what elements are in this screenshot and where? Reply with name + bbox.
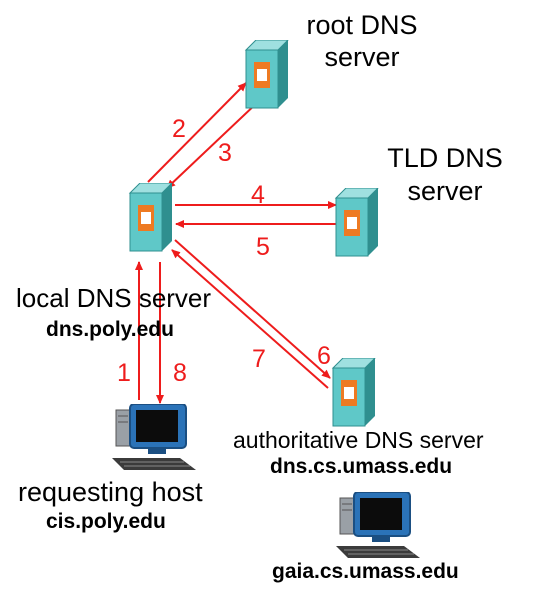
gaia-hostname: gaia.cs.umass.edu <box>272 560 459 583</box>
step-number-2: 2 <box>172 115 186 143</box>
arrow-step-3 <box>166 99 261 189</box>
step-number-7: 7 <box>252 345 266 373</box>
arrow-step-2 <box>147 82 247 183</box>
local-dns-server-label: local DNS server <box>16 283 212 313</box>
root-dns-label-line2: server <box>324 42 400 72</box>
tld-dns-label-line1: TLD DNS <box>387 143 503 173</box>
local-dns-server-icon <box>128 183 173 252</box>
step-number-3: 3 <box>218 139 232 167</box>
authoritative-dns-label: authoritative DNS server <box>233 427 484 453</box>
local-dns-hostname: dns.poly.edu <box>46 318 174 341</box>
step-number-6: 6 <box>317 342 331 370</box>
requesting-host-hostname: cis.poly.edu <box>46 510 166 533</box>
step-number-1: 1 <box>117 359 131 387</box>
tld-dns-server-icon <box>334 188 379 257</box>
root-dns-server-icon <box>244 40 289 109</box>
requesting-host-computer-icon <box>112 404 196 470</box>
authoritative-dns-server-icon <box>331 358 376 427</box>
step-number-5: 5 <box>256 233 270 261</box>
tld-dns-label-line2: server <box>407 176 483 206</box>
step-number-4: 4 <box>251 181 265 209</box>
arrow-step-6 <box>174 239 331 379</box>
root-dns-label-line1: root DNS <box>306 10 418 40</box>
gaia-computer-icon <box>336 492 420 558</box>
requesting-host-label: requesting host <box>18 477 203 507</box>
step-number-8: 8 <box>173 359 187 387</box>
arrow-step-7 <box>171 249 329 389</box>
authoritative-dns-hostname: dns.cs.umass.edu <box>270 455 453 478</box>
